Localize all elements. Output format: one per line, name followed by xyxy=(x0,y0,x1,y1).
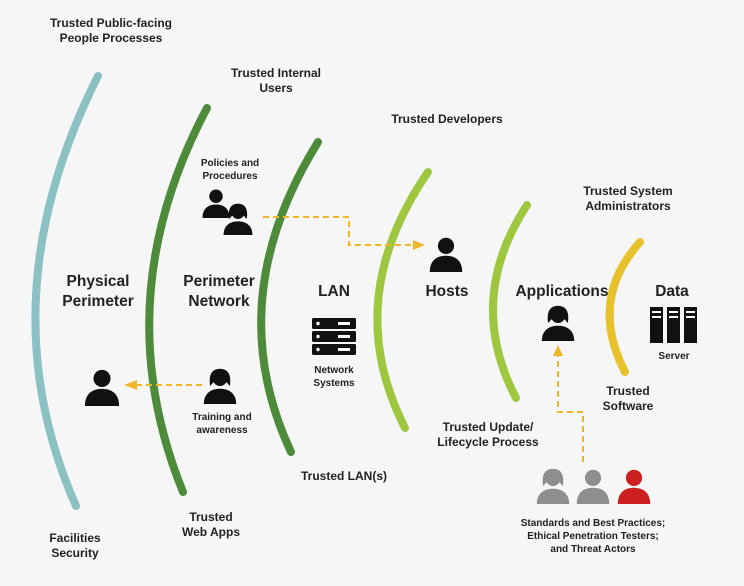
arrow-head-hosts xyxy=(413,240,425,250)
trusted-software-label: Trusted Software xyxy=(602,384,654,413)
ring-arc-applications xyxy=(489,201,531,402)
facilities-label: Facilities Security xyxy=(49,531,101,560)
policies-label: Policies and Procedures xyxy=(200,158,260,182)
trusted-public-label: Trusted Public-facing People Processes xyxy=(49,16,172,45)
network-rack-icon xyxy=(312,318,356,355)
pentester-icon xyxy=(576,469,610,504)
training-label: Training and awareness xyxy=(192,412,252,436)
ring-label-lan: LAN xyxy=(318,283,350,300)
ring-label-applications: Applications xyxy=(515,283,609,300)
standards-person-icon xyxy=(536,468,570,504)
ring-label-hosts: Hosts xyxy=(425,283,469,300)
developer-icon xyxy=(429,237,463,272)
server-icon xyxy=(650,307,697,343)
trusted-update-label: Trusted Update/ Lifecycle Process xyxy=(437,420,539,449)
arrow-policies-to-hosts xyxy=(263,216,413,246)
trusted-developers-label: Trusted Developers xyxy=(391,112,503,126)
ring-arc-lan xyxy=(257,138,322,456)
user-female-icon xyxy=(223,203,253,235)
network-systems-label: Network Systems xyxy=(313,365,355,389)
trainer-icon xyxy=(203,368,237,404)
user-icon xyxy=(202,189,230,218)
arrow-head-user xyxy=(124,380,137,390)
ring-arc-physical-perimeter xyxy=(31,72,102,510)
arrow-head-applications xyxy=(553,345,563,356)
ring-label-physical-perimeter: Physical Perimeter xyxy=(62,273,134,310)
trusted-sysadmins-label: Trusted System Administrators xyxy=(583,184,673,213)
ring-arc-hosts xyxy=(373,168,432,432)
trusted-lan-label: Trusted LAN(s) xyxy=(300,469,387,483)
trusted-webapps-label: Trusted Web Apps xyxy=(181,510,240,539)
standards-label: Standards and Best Practices; Ethical Pe… xyxy=(520,518,666,555)
ring-label-data: Data xyxy=(655,283,689,300)
ring-arc-perimeter-network xyxy=(145,104,211,496)
threat-actor-icon xyxy=(617,469,651,504)
arrow-standards-to-applications xyxy=(557,356,584,462)
trained-user-icon xyxy=(84,369,120,406)
server-label: Server xyxy=(658,351,690,362)
ring-arc-data xyxy=(605,238,644,376)
sysadmin-icon xyxy=(541,305,575,341)
ring-label-perimeter-network: Perimeter Network xyxy=(183,273,255,310)
trusted-internal-label: Trusted Internal Users xyxy=(230,66,322,95)
